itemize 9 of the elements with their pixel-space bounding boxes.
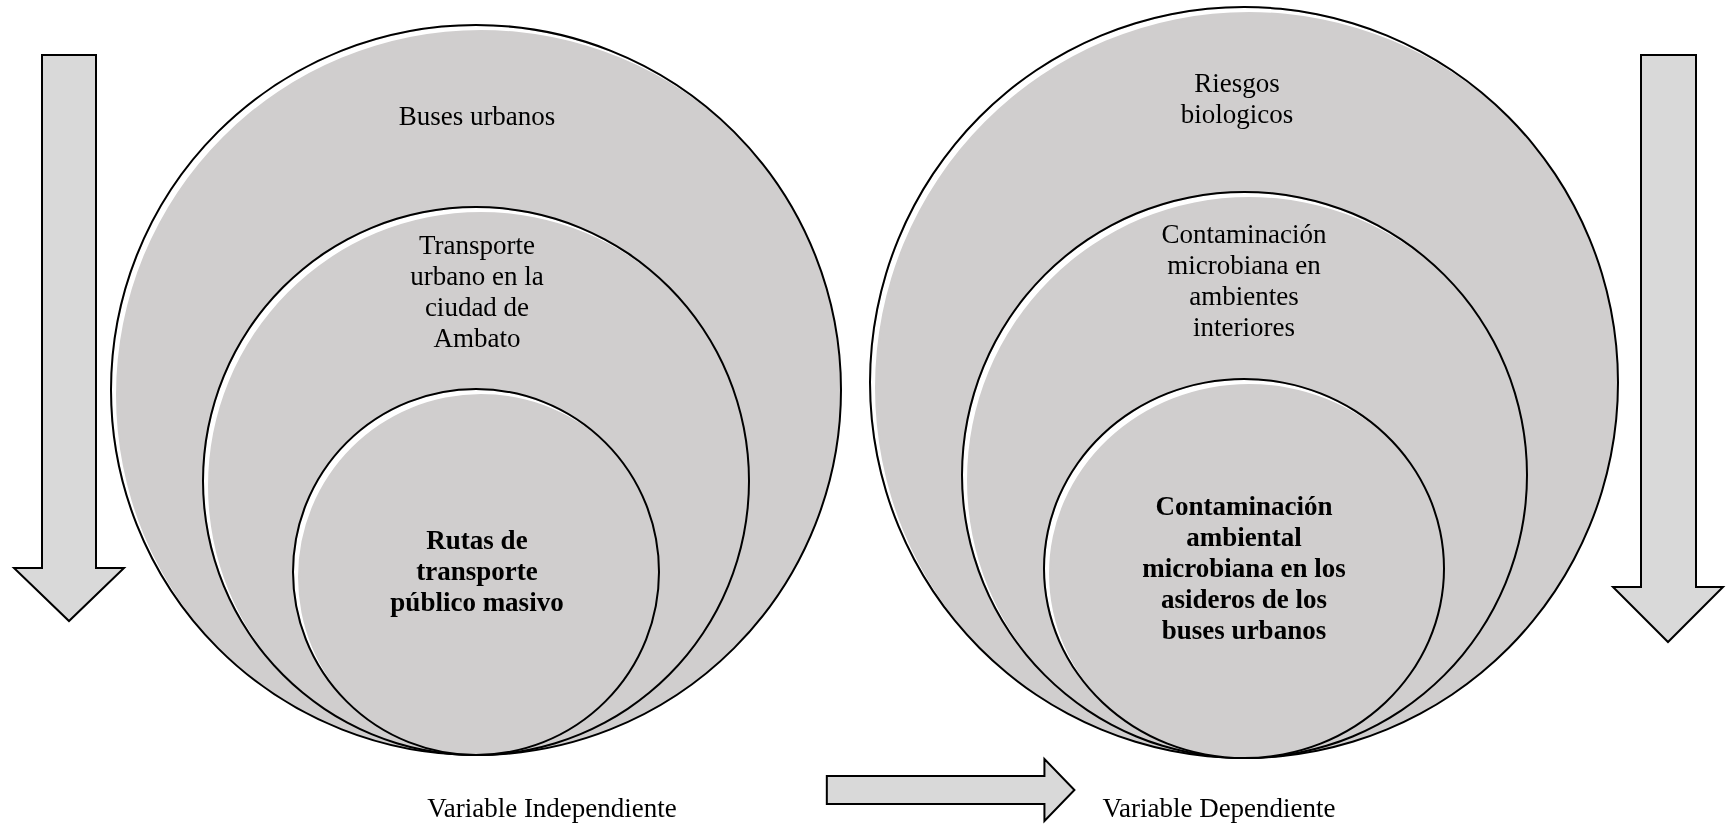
- circle-label: Buses urbanos: [397, 100, 557, 132]
- variable-label: Variable Independiente: [427, 792, 677, 824]
- variable-label: Variable Dependiente: [1102, 792, 1336, 824]
- block-arrow: [825, 756, 1076, 824]
- circle-label: Rutas de transporte público masivo: [389, 524, 565, 618]
- circle-label: Transporte urbano en la ciudad de Ambato: [409, 230, 545, 354]
- circle-label: Contaminación ambiental microbiana en los asideros de los buses urbanos: [1141, 490, 1347, 646]
- circle-label: Contaminación microbiana en ambientes interiores: [1160, 219, 1328, 343]
- circle-label: Riesgos biologicos: [1179, 68, 1295, 130]
